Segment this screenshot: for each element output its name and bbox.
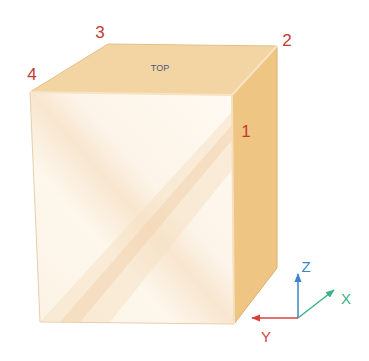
corner-number: 3 [95, 24, 104, 41]
face-shading [60, 125, 232, 322]
corner-number: 1 [241, 123, 250, 140]
corner-number: 2 [282, 32, 291, 49]
face-shading [40, 112, 232, 322]
x-axis [298, 290, 334, 318]
axis-label: Y [261, 329, 271, 344]
cube-edge [30, 46, 277, 95]
corner-number: 4 [27, 66, 36, 83]
top-face [30, 44, 277, 95]
axis-label: Z [301, 259, 310, 274]
cube-edge [232, 95, 234, 324]
front-face [30, 92, 234, 324]
y-axis [252, 317, 298, 319]
z-axis [297, 274, 299, 318]
axis-label: X [341, 291, 351, 306]
face-label: TOP [151, 64, 169, 73]
